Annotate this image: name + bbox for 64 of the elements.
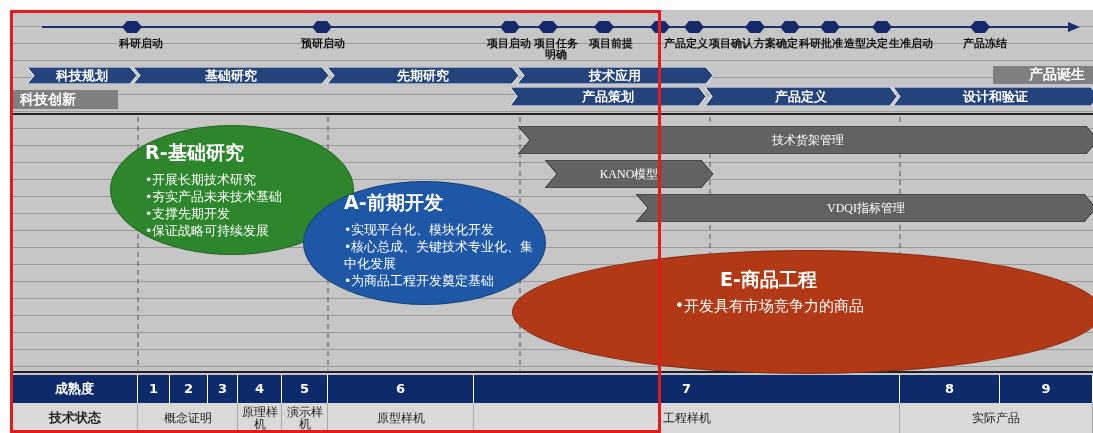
ellipse-title: R-基础研究 bbox=[145, 140, 245, 165]
node-label: 产品策划 bbox=[582, 87, 634, 106]
tool-banner bbox=[636, 194, 1093, 222]
phase-banner bbox=[133, 67, 329, 84]
table-cell: 成熟度 bbox=[12, 375, 138, 403]
milestone-label: 项目启动 bbox=[486, 38, 532, 49]
stage-box bbox=[12, 90, 118, 109]
tool-banner bbox=[545, 160, 713, 188]
milestone-label: 科研启动 bbox=[118, 38, 164, 49]
node-label: VDQI指标管理 bbox=[827, 199, 905, 217]
table-cell: 2 bbox=[170, 375, 208, 403]
milestone-label: 方案确定 bbox=[753, 38, 798, 49]
milestone-label: 预研启动 bbox=[300, 38, 346, 49]
table-cell: 6 bbox=[328, 375, 474, 403]
node-label: 先期研究 bbox=[397, 66, 449, 85]
milestone-label: 产品定义 bbox=[663, 38, 708, 49]
node-label: 产品诞生 bbox=[1029, 66, 1085, 84]
milestone-label: 科研批准 bbox=[798, 38, 843, 49]
table-cell: 5 bbox=[282, 375, 328, 403]
node-label: 设计和验证 bbox=[963, 87, 1028, 106]
table-cell: 4 bbox=[238, 375, 282, 403]
phase-banner bbox=[327, 67, 519, 84]
node-label: 产品定义 bbox=[775, 87, 827, 106]
table-cell: 工程样机 bbox=[474, 403, 900, 433]
phase-banner bbox=[27, 67, 137, 84]
tool-banner bbox=[518, 126, 1093, 154]
bullet-item: •保证战略可持续发展 bbox=[145, 222, 271, 239]
bullet-item: •支撑先期开发 bbox=[145, 205, 232, 222]
stage-box bbox=[993, 66, 1093, 84]
node-label: 科技创新 bbox=[20, 90, 76, 109]
table-cell: 7 bbox=[474, 375, 900, 403]
table-cell: 实际产品 bbox=[900, 403, 1093, 433]
table-cell: 原型样机 bbox=[328, 403, 474, 433]
table-cell: 9 bbox=[1000, 375, 1093, 403]
phase-banner bbox=[510, 87, 706, 106]
milestone-label: 造型决定 bbox=[843, 38, 888, 49]
table-cell: 原理样机 bbox=[238, 403, 282, 433]
milestone-label: 项目任务明确 bbox=[533, 38, 579, 60]
table-cell: 演示样机 bbox=[282, 403, 328, 433]
ellipse-title: E-商品工程 bbox=[720, 267, 818, 292]
table-cell: 3 bbox=[208, 375, 238, 403]
phase-banner bbox=[517, 67, 713, 84]
milestone-label: 项目前提 bbox=[588, 38, 634, 49]
milestone-label: 产品冻结 bbox=[962, 38, 1008, 49]
table-cell: 概念证明 bbox=[138, 403, 238, 433]
node-label: 基础研究 bbox=[205, 66, 257, 85]
milestone-label: 生准启动 bbox=[888, 38, 933, 49]
node-label: 科技规划 bbox=[56, 66, 108, 85]
ellipse-title: A-前期开发 bbox=[344, 190, 444, 215]
node-label: 技术货架管理 bbox=[772, 131, 844, 149]
bullet-item: •开展长期技术研究 bbox=[145, 171, 258, 188]
phase-banner bbox=[893, 87, 1093, 106]
table-cell: 1 bbox=[138, 375, 170, 403]
bullet-item: •夯实产品未来技术基础 bbox=[145, 188, 284, 205]
milestone-label: 项目确认 bbox=[708, 38, 753, 49]
node-label: KANO模型 bbox=[599, 165, 659, 183]
phase-banner bbox=[705, 87, 897, 106]
bullet-item: •核心总成、关键技术专业化、集中化发展 bbox=[344, 238, 535, 272]
bullet-item: •实现平台化、模块化开发 bbox=[344, 221, 496, 238]
bullet-item: •为商品工程开发奠定基础 bbox=[344, 272, 496, 289]
bullet-item: •开发具有市场竞争力的商品 bbox=[675, 298, 865, 315]
node-label: 技术应用 bbox=[589, 66, 641, 85]
table-cell: 技术状态 bbox=[12, 403, 138, 433]
table-cell: 8 bbox=[900, 375, 1000, 403]
